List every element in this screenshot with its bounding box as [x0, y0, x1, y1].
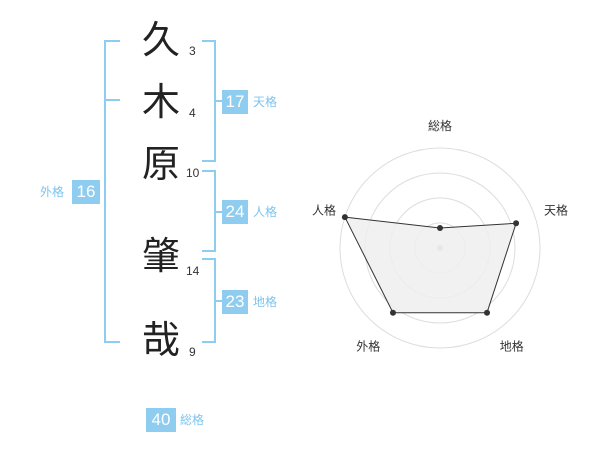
radar-axis-label-2: 天格 [544, 202, 568, 217]
chikaku-badge: 23 [222, 290, 248, 314]
radar-point-4 [389, 309, 396, 316]
jinkaku-tick [214, 211, 222, 213]
radar-point-2 [513, 220, 520, 227]
radar-axis-label-1: 総格 [428, 118, 452, 133]
jinkaku-badge: 24 [222, 200, 248, 224]
soukaku-badge: 40 [146, 408, 176, 432]
tenkaku-tick [214, 100, 222, 102]
name-char-1: 久 [141, 18, 180, 62]
name-char-4: 肇 [141, 234, 180, 278]
stroke-count-5: 9 [189, 345, 196, 359]
tenkaku-label: 天格 [253, 95, 278, 109]
stroke-count-4: 14 [186, 264, 200, 278]
gaikaku-bracket [104, 40, 120, 343]
radar-point-5 [341, 214, 348, 221]
gaikaku-bracket-tick [104, 99, 120, 101]
stroke-count-1: 3 [189, 44, 196, 58]
radar-point-3 [484, 309, 491, 316]
radar-polygon [344, 216, 517, 314]
name-char-2: 木 [141, 80, 180, 124]
radar-point-1 [437, 225, 443, 231]
radar-axis-label-5: 人格 [312, 202, 336, 217]
soukaku-label: 総格 [180, 413, 205, 427]
stroke-count-3: 10 [186, 166, 200, 180]
jinkaku-label: 人格 [253, 205, 278, 219]
gaikaku-badge: 16 [72, 180, 100, 204]
radar-ring-4 [339, 147, 541, 349]
stroke-count-2: 4 [189, 106, 196, 120]
radar-axis-label-3: 地格 [500, 339, 524, 354]
gaikaku-label: 外格 [40, 185, 65, 199]
name-char-3: 原 [141, 142, 180, 186]
chikaku-label: 地格 [253, 295, 278, 309]
name-char-5: 哉 [141, 318, 180, 362]
chikaku-tick [214, 300, 222, 302]
radar-axis-label-4: 外格 [356, 339, 380, 354]
tenkaku-badge: 17 [222, 90, 248, 114]
